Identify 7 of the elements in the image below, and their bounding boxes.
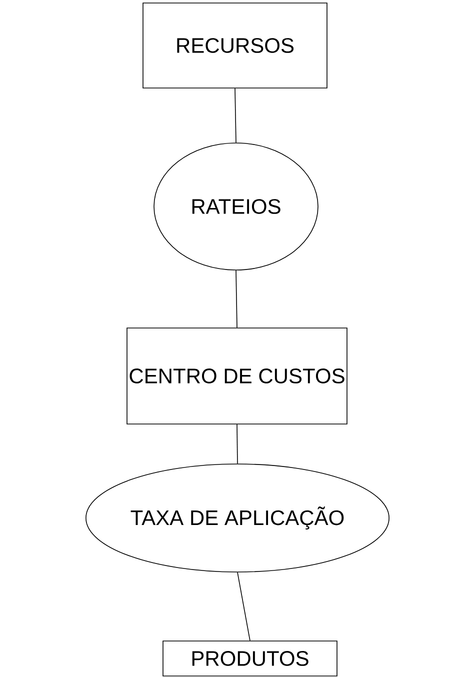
connector-line: [236, 424, 238, 464]
process-box: PRODUTOS: [162, 640, 338, 676]
connector-line: [236, 270, 238, 328]
connector-line: [237, 572, 250, 641]
process-box: RECURSOS: [142, 2, 328, 88]
connector-line: [234, 88, 236, 143]
process-box: CENTRO DE CUSTOS: [126, 328, 348, 424]
